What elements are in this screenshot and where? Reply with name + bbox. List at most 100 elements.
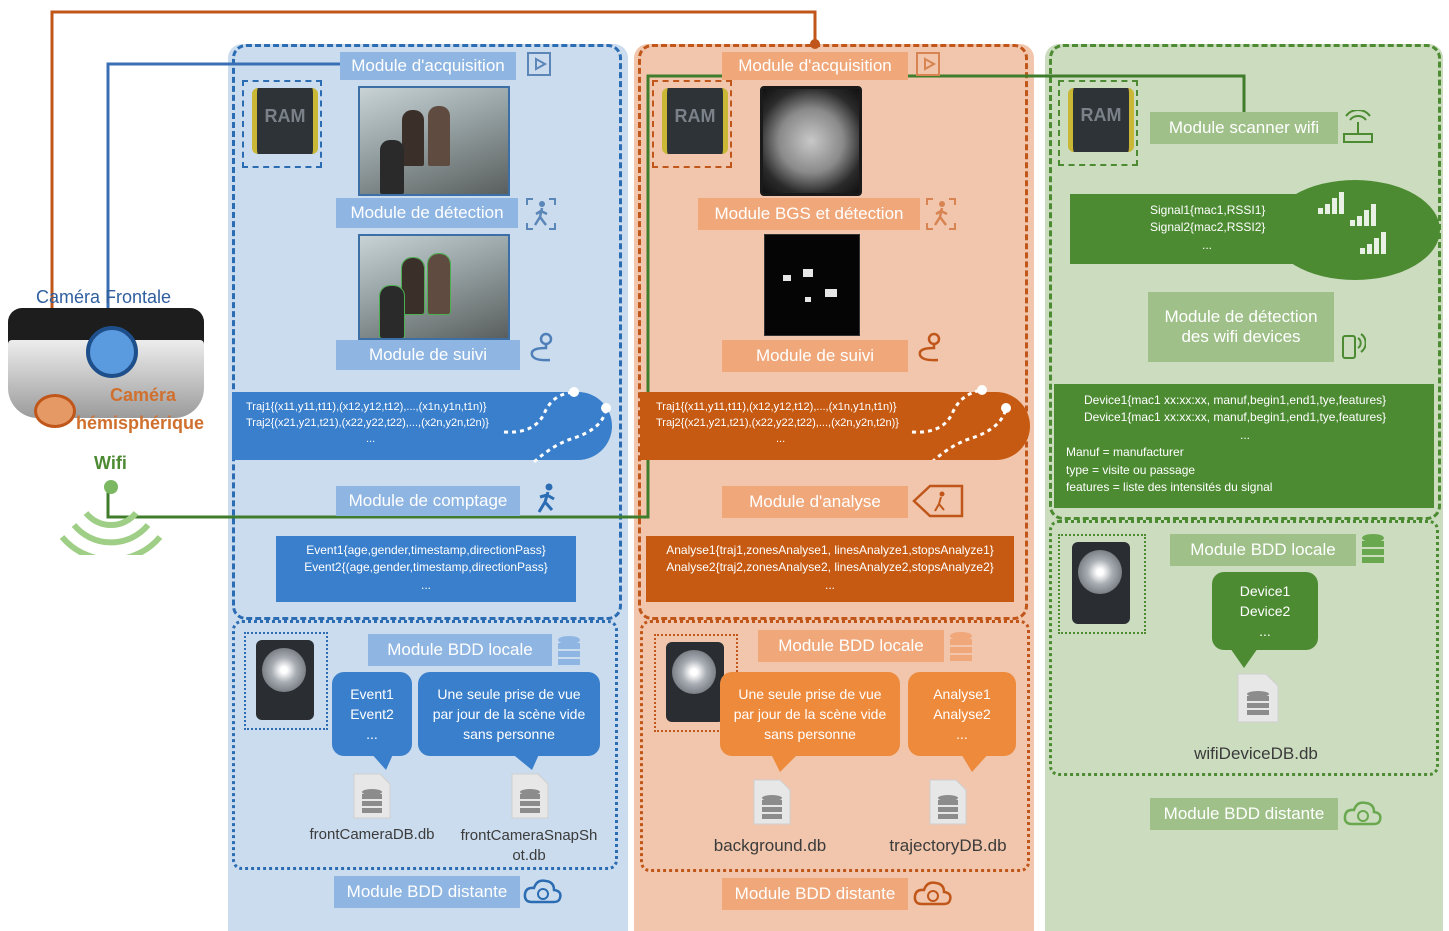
- orange-bubble-analysis-3: ...: [956, 726, 968, 743]
- orange-file-name-1: background.db: [713, 836, 827, 855]
- orange-storage-region: [640, 620, 1030, 872]
- green-signal-line-2: Signal2{mac2,RSSI2}: [1150, 220, 1266, 235]
- blue-events-box: Event1{age,gender,timestamp,directionPas…: [276, 536, 576, 602]
- green-bubble-device-2: Device2: [1239, 602, 1291, 619]
- orange-trajectory-box: Traj1{(x11,y11,t11),(x12,y12,t12),...,(x…: [640, 392, 1030, 460]
- blue-ram-chip-icon: RAM: [242, 80, 322, 168]
- wifi-router-icon: [1343, 110, 1373, 143]
- frontal-camera-frame-1: [358, 86, 510, 196]
- green-wifi-scanner-module: Module scanner wifi: [1150, 112, 1338, 144]
- orange-snapshot-bubble: Une seule prise de vue par jour de la sc…: [720, 672, 900, 756]
- blue-remote-db-module: Module BDD distante: [334, 876, 520, 908]
- blue-traj-line-2: Traj2{(x21,y21,t21),(x22,y22,t22),...,(x…: [246, 416, 489, 429]
- green-wifi-device-detection-module: Module de détection des wifi devices: [1148, 292, 1334, 362]
- database-icon: [558, 636, 580, 665]
- route-icon: [530, 332, 553, 362]
- green-device-line-1: Device1{mac1 xx:xx:xx, manuf,begin1,end1…: [1084, 393, 1387, 407]
- blue-file-database-icon-2: [511, 773, 549, 819]
- blue-bubble-event-1: Event1: [350, 685, 394, 702]
- blue-local-db-module: Module BDD locale: [368, 634, 552, 666]
- foreground-mask-frame: [764, 234, 860, 336]
- orange-analysis-bubble: Analyse1 Analyse2 ...: [908, 672, 1016, 756]
- orange-tracking-module: Module de suivi: [722, 340, 908, 372]
- route-icon: [918, 332, 941, 362]
- orange-bubble-tails: [770, 752, 990, 772]
- green-local-db-module: Module BDD locale: [1170, 534, 1356, 566]
- blue-event-line-2: Event2{(age,gender,timestamp,directionPa…: [304, 560, 548, 575]
- blue-event-line-1: Event1{age,gender,timestamp,directionPas…: [306, 543, 546, 557]
- play-icon: [527, 52, 551, 76]
- running-person-icon: [537, 483, 555, 513]
- green-bubble-device-1: Device1: [1239, 582, 1291, 599]
- orange-bubble-analysis-2: Analyse2: [933, 705, 991, 722]
- blue-snapshot-bubble: Une seule prise de vue par jour de la sc…: [418, 672, 600, 756]
- hemispheric-camera-frame: [760, 86, 862, 196]
- orange-bgs-detection-module: Module BGS et détection: [698, 198, 920, 230]
- orange-ram-chip-icon: RAM: [652, 80, 732, 168]
- blue-bubble-event-3: ...: [366, 726, 378, 743]
- blue-file-database-icon-1: [353, 773, 391, 819]
- green-signal-line-1: Signal1{mac1,RSSI1}: [1150, 203, 1266, 217]
- orange-file-database-icon-2: [929, 779, 967, 825]
- green-device-more: ...: [1240, 427, 1251, 442]
- database-icon: [1362, 534, 1384, 563]
- green-device-line-2: Device1{mac1 xx:xx:xx, manuf,begin1,end1…: [1084, 410, 1387, 425]
- signal-strength-icon: [1318, 192, 1386, 254]
- frontal-camera-label: Caméra Frontale: [36, 287, 172, 307]
- orange-acquisition-module: Module d'acquisition: [722, 52, 908, 80]
- hemispheric-camera-label-1: Caméra: [110, 385, 177, 405]
- orange-analysis-box: Analyse1{traj1,zonesAnalyse1, linesAnaly…: [646, 536, 1014, 602]
- green-wifi-line: [106, 74, 1246, 519]
- direction-sign-icon: [912, 484, 964, 518]
- database-icon: [950, 632, 972, 661]
- blue-event-more: ...: [420, 577, 431, 592]
- orange-file-database-icon-1: [753, 779, 791, 825]
- orange-traj-line-2: Traj2{(x21,y21,t21),(x22,y22,t22),...,(x…: [656, 416, 899, 429]
- hemispheric-camera-label-2: hémisphérique: [76, 413, 205, 433]
- green-legend-manuf: Manuf = manufacturer: [1066, 445, 1184, 460]
- frontal-camera-frame-2: [358, 234, 510, 340]
- wifi-icon: [59, 480, 163, 555]
- green-ram-chip-icon: RAM: [1058, 80, 1138, 166]
- green-storage-region: [1049, 520, 1439, 776]
- blue-acquisition-module: Module d'acquisition: [340, 52, 516, 80]
- green-bubble-device-3: ...: [1259, 623, 1271, 640]
- orange-local-db-module: Module BDD locale: [758, 630, 944, 662]
- blue-processing-region: [232, 44, 622, 620]
- green-signal-more: ...: [1202, 237, 1213, 252]
- blue-hard-drive-icon: [244, 632, 328, 730]
- blue-file-name-1: frontCameraDB.db: [309, 826, 435, 843]
- green-processing-region: [1049, 44, 1441, 520]
- green-device-box: Device1{mac1 xx:xx:xx, manuf,begin1,end1…: [1054, 384, 1434, 508]
- green-file-name: wifiDeviceDB.db: [1194, 744, 1318, 763]
- blue-counting-module: Module de comptage: [336, 486, 520, 516]
- cloud-sync-icon: [523, 879, 562, 904]
- wifi-label: Wifi: [94, 453, 127, 473]
- camera-device: [8, 308, 204, 430]
- orange-processing-region: [638, 44, 1028, 620]
- blue-trajectory-path-icon: [503, 387, 611, 464]
- green-device-bubble: Device1 Device2 ...: [1212, 572, 1318, 650]
- green-legend-features: features = liste des intensités du signa…: [1066, 479, 1273, 494]
- blue-storage-region: [232, 620, 618, 870]
- play-icon: [916, 52, 940, 76]
- blue-traj-line-1: Traj1{(x11,y11,t11),(x12,y12,t12),...,(x…: [246, 401, 487, 413]
- green-remote-db-module: Module BDD distante: [1150, 798, 1338, 830]
- green-hard-drive-icon: [1058, 534, 1146, 634]
- blue-bubble-event-2: Event2: [350, 705, 394, 722]
- orange-file-name-2: trajectoryDB.db: [889, 836, 1007, 855]
- blue-traj-more: ...: [366, 432, 376, 445]
- orange-bubble-analysis-1: Analyse1: [933, 685, 991, 702]
- blue-bubble-tails: [370, 752, 540, 770]
- frontal-camera-lens: [86, 326, 138, 378]
- blue-file-name-2: frontCameraSnapShot.db: [460, 827, 598, 864]
- phone-signal-icon: [1342, 333, 1366, 359]
- blue-events-bubble: Event1 Event2 ...: [332, 672, 412, 756]
- orange-trajectory-path-icon: [911, 385, 1011, 460]
- orange-hard-drive-icon: [654, 634, 738, 732]
- blue-camera-line: [106, 62, 350, 330]
- green-legend-type: type = visite ou passage: [1066, 462, 1196, 477]
- green-file-database-icon: [1237, 673, 1279, 723]
- orange-remote-db-module: Module BDD distante: [722, 878, 908, 910]
